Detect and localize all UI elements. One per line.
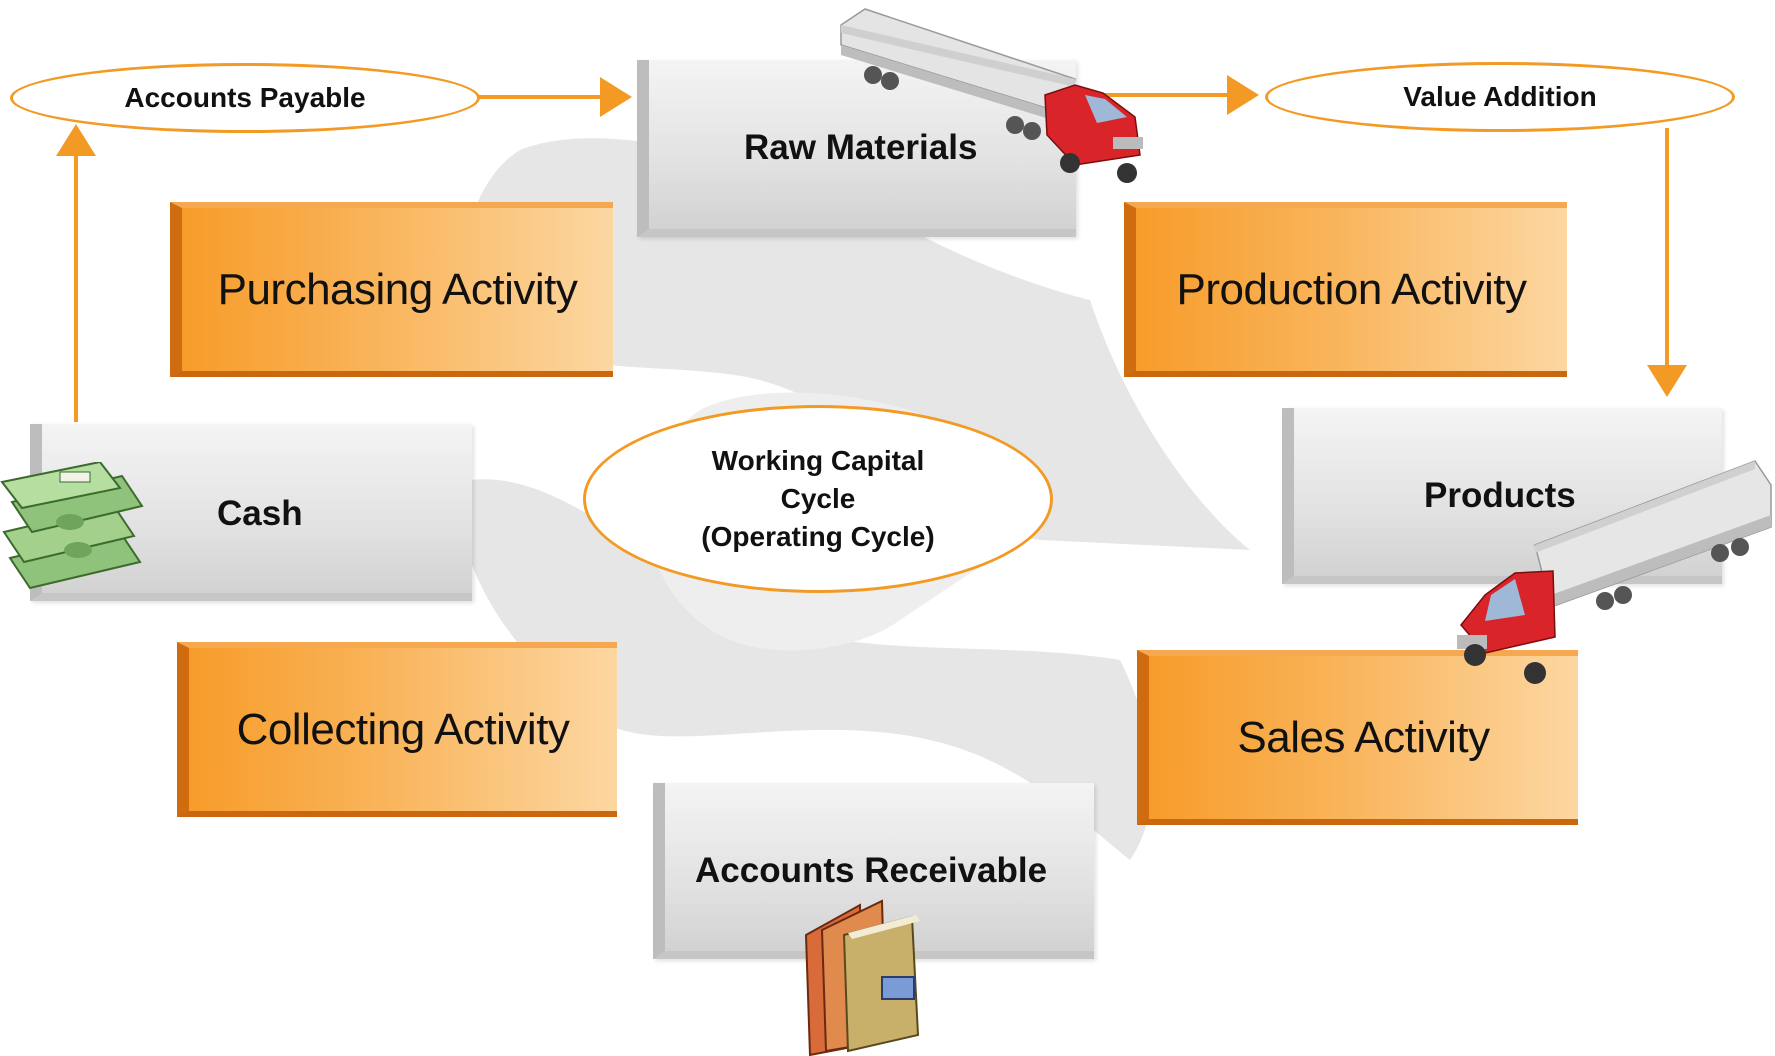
accounts-receivable-label: Accounts Receivable	[695, 851, 1048, 890]
accounts-payable-label: Accounts Payable	[124, 82, 366, 113]
working-capital-cycle-label: Working Capital Cycle (Operating Cycle)	[701, 442, 934, 556]
cash-label: Cash	[217, 494, 303, 533]
sales-activity-box: Sales Activity	[1137, 650, 1578, 825]
center-line-1: Working Capital	[711, 445, 925, 476]
production-activity-box: Production Activity	[1124, 202, 1567, 377]
production-activity-label: Production Activity	[1176, 264, 1528, 314]
working-capital-cycle-oval: Working Capital Cycle (Operating Cycle)	[583, 405, 1053, 593]
value-addition-oval: Value Addition	[1265, 62, 1735, 132]
products-label: Products	[1424, 476, 1576, 515]
raw-materials-label: Raw Materials	[744, 128, 978, 167]
books-icon	[804, 899, 920, 1056]
truck-icon	[1457, 460, 1772, 684]
accounts-payable-oval: Accounts Payable	[10, 63, 480, 133]
collecting-activity-box: Collecting Activity	[177, 642, 617, 817]
center-line-2: Cycle	[780, 483, 856, 514]
sales-activity-label: Sales Activity	[1237, 712, 1490, 762]
purchasing-activity-label: Purchasing Activity	[217, 264, 578, 314]
raw-materials-box: Raw Materials	[637, 60, 1076, 237]
center-line-3: (Operating Cycle)	[701, 521, 935, 552]
collecting-activity-label: Collecting Activity	[236, 704, 570, 754]
money-icon	[0, 462, 144, 590]
value-addition-label: Value Addition	[1403, 81, 1597, 112]
truck-icon	[840, 8, 1143, 183]
purchasing-activity-box: Purchasing Activity	[170, 202, 613, 377]
